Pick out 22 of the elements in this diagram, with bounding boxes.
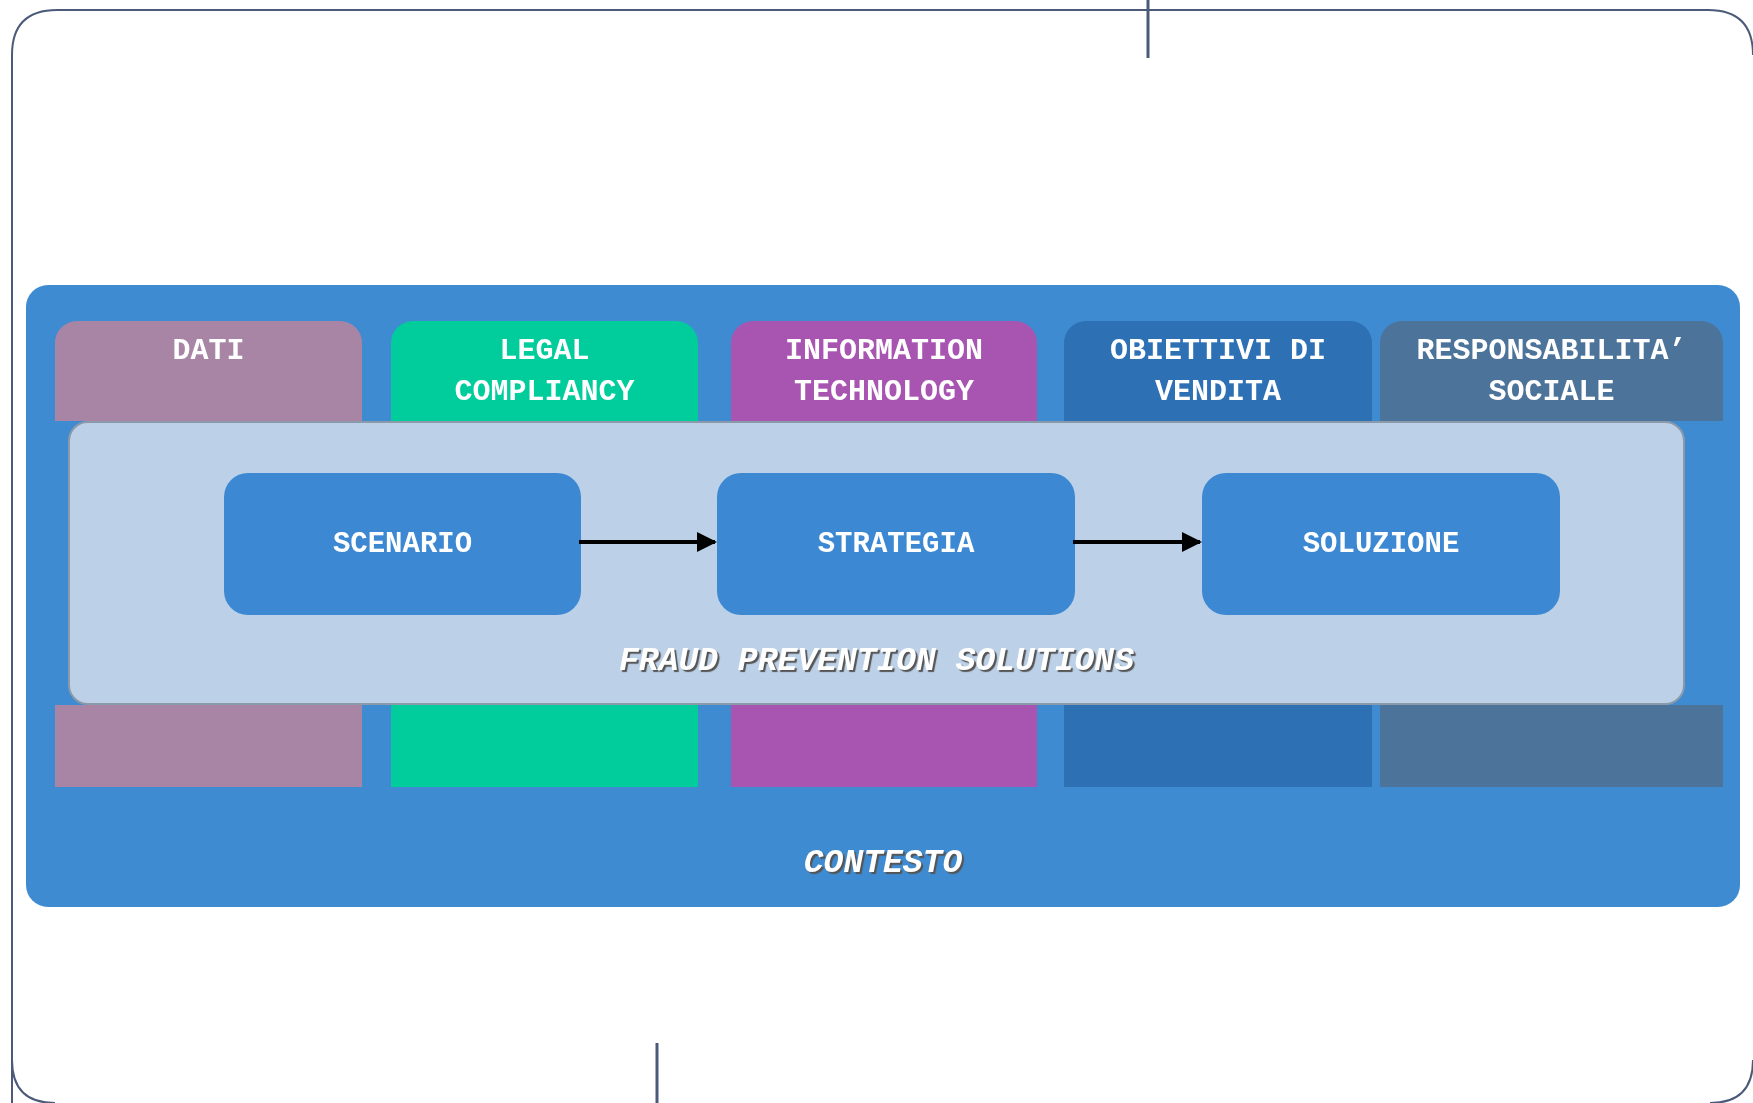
group-title: FRAUD PREVENTION SOLUTIONS xyxy=(618,642,1135,682)
category-column xyxy=(55,321,362,421)
solutions-panel xyxy=(68,421,1685,705)
node-label: STRATEGIA xyxy=(816,526,976,563)
process-box xyxy=(717,473,1075,615)
column-title: RESPONSABILITA’ SOCIALE xyxy=(1415,333,1688,411)
node-label: SOLUZIONE xyxy=(1301,526,1461,563)
category-column xyxy=(1380,321,1723,421)
category-column xyxy=(391,321,698,421)
process-box xyxy=(1202,473,1560,615)
node-label: SCENARIO xyxy=(331,526,474,563)
arrow xyxy=(579,532,717,552)
process-box xyxy=(224,473,581,615)
group-title: CONTESTO xyxy=(802,844,964,884)
category-column xyxy=(731,321,1037,421)
column-title: DATI xyxy=(171,333,246,370)
category-column xyxy=(1064,321,1372,421)
arrow xyxy=(1073,532,1202,552)
column-title: OBIETTIVI DI VENDITA xyxy=(1108,333,1327,411)
context-band xyxy=(26,285,1740,907)
column-title: LEGAL COMPLIANCY xyxy=(453,333,636,411)
column-title: INFORMATION TECHNOLOGY xyxy=(783,333,984,411)
